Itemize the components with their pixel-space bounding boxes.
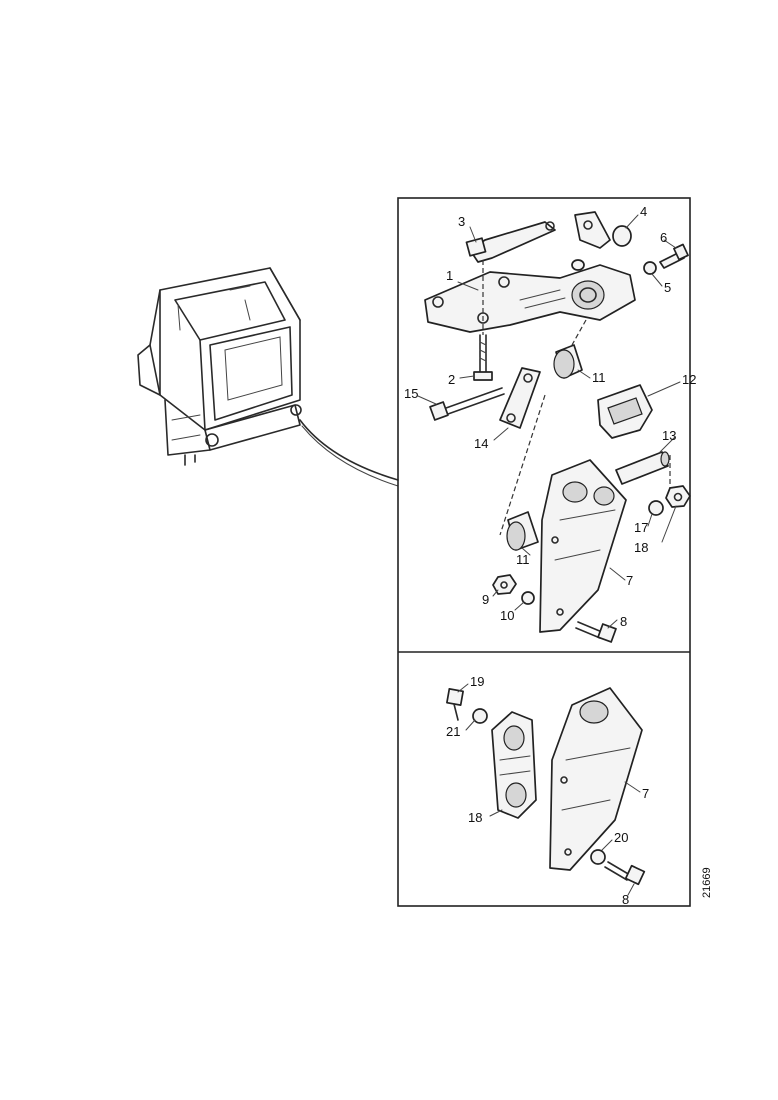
callout-8: 8: [620, 614, 627, 629]
washer-part-21: [472, 708, 488, 724]
bushing-part-11-upper: [553, 344, 583, 379]
detail-leader-line: [299, 419, 399, 481]
sleeve-part-13: [615, 451, 670, 485]
bracket-part-4: [574, 211, 632, 249]
lower-bracket-part-7-lower-view: [549, 687, 643, 871]
callout-numbers: 1 2 3 4 5 6 7 8 9 10 11 11 12 13 14 15 1…: [404, 204, 696, 907]
drawing-code: 21669: [701, 867, 713, 898]
washer-part-5: [643, 261, 657, 275]
callout-2: 2: [448, 372, 455, 387]
callout-7: 7: [626, 573, 633, 588]
callout-3: 3: [458, 214, 465, 229]
callout-12: 12: [682, 372, 696, 387]
callout-19: 19: [470, 674, 484, 689]
callout-11-lower: 11: [516, 552, 530, 567]
washer-part-17: [648, 500, 664, 516]
bolt-part-19: [446, 688, 464, 721]
link-plate-part-14: [499, 367, 541, 429]
plate-part-18: [491, 711, 537, 819]
detail-panel-frame: [397, 197, 691, 907]
truck-cab-sketch: [137, 267, 302, 466]
nut-part-9: [492, 574, 517, 595]
callout-15: 15: [404, 386, 418, 401]
nut-part-18: [665, 485, 691, 508]
callout-6: 6: [660, 230, 667, 245]
lower-bracket-part-7-upper-view: [539, 459, 627, 633]
rubber-block-part-12: [597, 384, 653, 439]
callout-leaders: [417, 214, 681, 896]
callout-18-lower: 18: [468, 810, 482, 825]
callout-4: 4: [640, 204, 647, 219]
callout-20: 20: [614, 830, 628, 845]
callout-21: 21: [446, 724, 460, 739]
callout-10: 10: [500, 608, 514, 623]
callout-9: 9: [482, 592, 489, 607]
callout-18-upper: 18: [634, 540, 648, 555]
bolt-part-6: [659, 243, 689, 269]
link-rod-part-3: [465, 221, 556, 263]
callout-11-upper: 11: [592, 370, 606, 385]
bolt-part-8-lower-view: [604, 861, 646, 886]
callout-5: 5: [664, 280, 671, 295]
callout-13: 13: [662, 428, 676, 443]
washer-part-10: [521, 591, 535, 605]
callout-8-lower: 8: [622, 892, 629, 907]
callout-14: 14: [474, 436, 488, 451]
upper-bracket-part-1: [424, 259, 636, 333]
callout-17: 17: [634, 520, 648, 535]
callout-7-lower: 7: [642, 786, 649, 801]
washer-part-20: [590, 849, 606, 865]
long-bolt-part-15: [429, 387, 505, 421]
callout-1: 1: [446, 268, 453, 283]
bushing-part-11-lower: [506, 511, 539, 551]
bolt-part-8-upper-view: [575, 621, 617, 643]
